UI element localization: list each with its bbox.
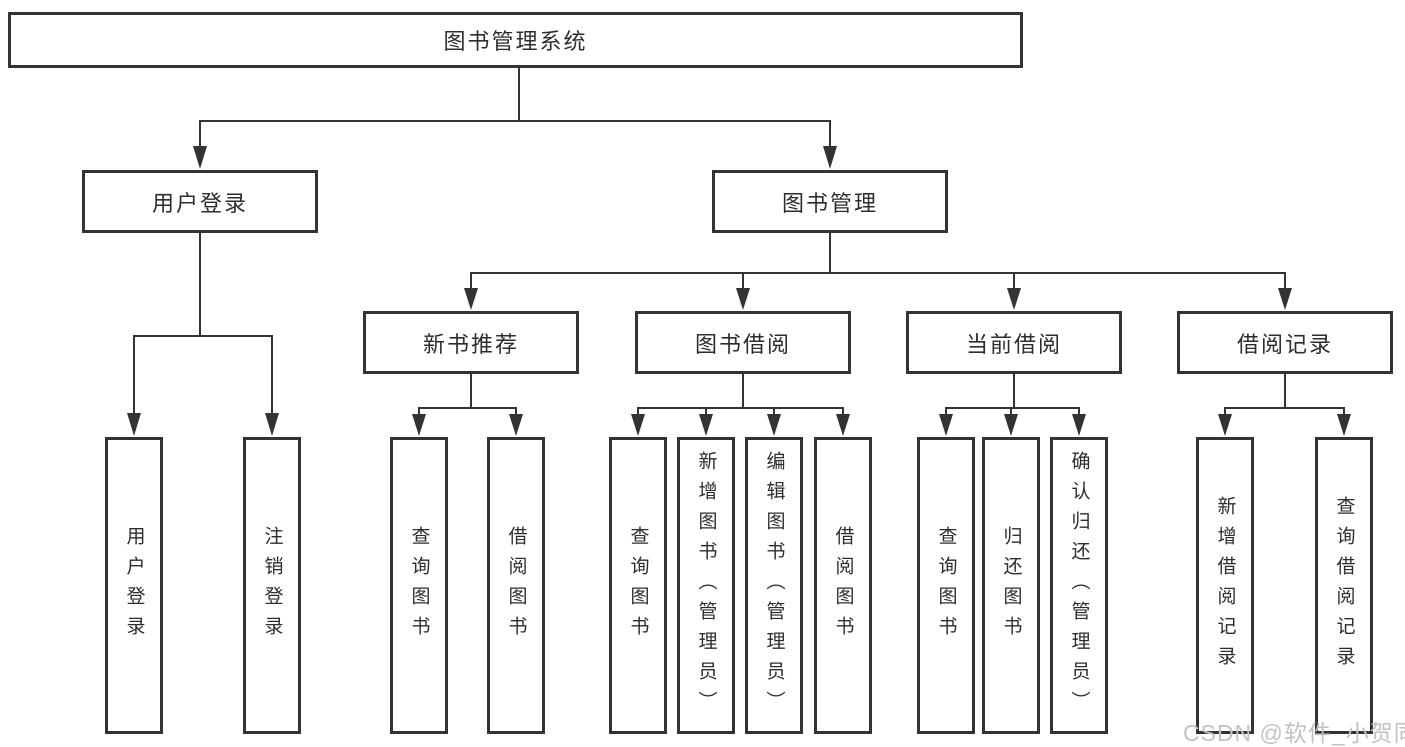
leaf-label: 查询图书 bbox=[627, 525, 649, 646]
leaf-label: 用户登录 bbox=[123, 525, 145, 646]
node-library-management-system: 图书管理系统 bbox=[8, 12, 1023, 68]
leaf-borrow-book-recommend: 借阅图书 bbox=[487, 437, 545, 734]
leaf-return-book: 归还图书 bbox=[982, 437, 1040, 734]
leaf-label: 确认归还（管理员） bbox=[1068, 450, 1090, 721]
leaf-add-borrow-record: 新增借阅记录 bbox=[1196, 437, 1254, 734]
node-new-book-recommend: 新书推荐 bbox=[363, 311, 579, 374]
leaf-borrow-book: 借阅图书 bbox=[814, 437, 872, 734]
node-book-borrow: 图书借阅 bbox=[635, 311, 851, 374]
node-label: 图书借阅 bbox=[694, 331, 791, 357]
leaf-edit-book-admin: 编辑图书（管理员） bbox=[745, 437, 803, 734]
leaf-label: 注销登录 bbox=[261, 525, 283, 646]
leaf-add-book-admin: 新增图书（管理员） bbox=[677, 437, 735, 734]
leaf-label: 借阅图书 bbox=[832, 525, 854, 646]
node-user-login: 用户登录 bbox=[82, 170, 318, 233]
node-borrow-records: 借阅记录 bbox=[1177, 311, 1393, 374]
node-book-management: 图书管理 bbox=[712, 170, 948, 233]
watermark: CSDN @软件_小贺同学 bbox=[1183, 720, 1405, 746]
node-current-borrow: 当前借阅 bbox=[906, 311, 1122, 374]
leaf-logout-login: 注销登录 bbox=[243, 437, 301, 734]
leaf-user-login: 用户登录 bbox=[105, 437, 163, 734]
node-label: 新书推荐 bbox=[422, 331, 519, 357]
node-label: 用户登录 bbox=[151, 190, 248, 216]
node-label: 当前借阅 bbox=[965, 331, 1062, 357]
node-label: 图书管理 bbox=[781, 190, 878, 216]
leaf-label: 查询图书 bbox=[408, 525, 430, 646]
leaf-query-borrow-record: 查询借阅记录 bbox=[1315, 437, 1373, 734]
leaf-label: 归还图书 bbox=[1000, 525, 1022, 646]
leaf-label: 新增图书（管理员） bbox=[695, 450, 717, 721]
leaf-query-book-current: 查询图书 bbox=[917, 437, 975, 734]
leaf-query-book-recommend: 查询图书 bbox=[390, 437, 448, 734]
leaf-confirm-return-admin: 确认归还（管理员） bbox=[1050, 437, 1108, 734]
node-label: 借阅记录 bbox=[1236, 331, 1333, 357]
leaf-label: 查询借阅记录 bbox=[1333, 495, 1355, 676]
leaf-label: 查询图书 bbox=[935, 525, 957, 646]
node-label: 图书管理系统 bbox=[443, 29, 588, 54]
leaf-label: 借阅图书 bbox=[505, 525, 527, 646]
leaf-label: 新增借阅记录 bbox=[1214, 495, 1236, 676]
leaf-query-book-borrow: 查询图书 bbox=[609, 437, 667, 734]
leaf-label: 编辑图书（管理员） bbox=[763, 450, 785, 721]
